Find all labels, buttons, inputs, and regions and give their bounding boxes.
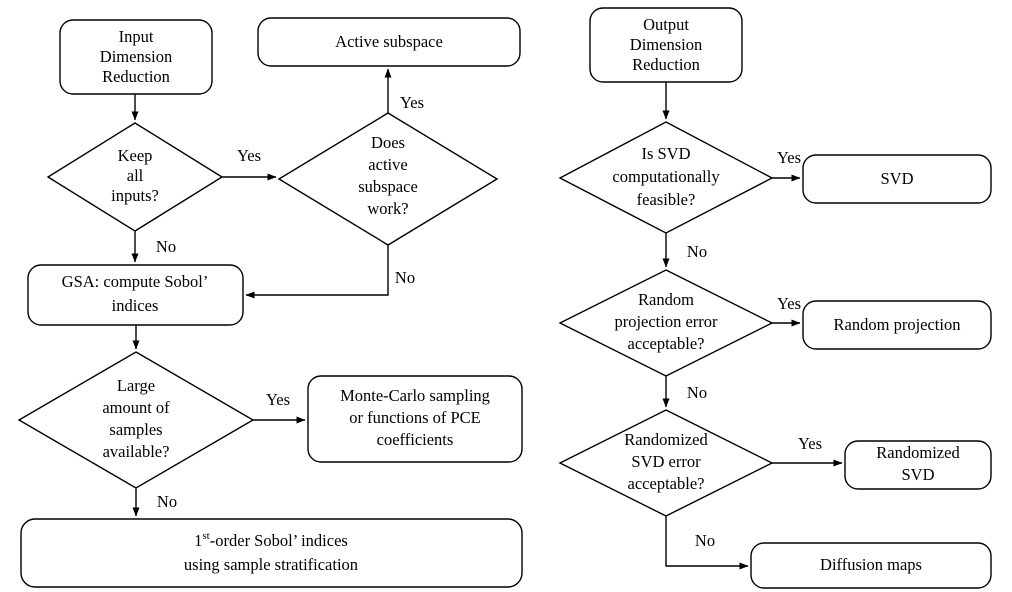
node-random-projection-acceptable[interactable]: Random projection error acceptable?: [558, 269, 774, 377]
randomized-svd-q-line1: Randomized: [624, 430, 708, 449]
node-active-subspace[interactable]: Active subspace: [257, 17, 521, 67]
output-dimension-reduction-line2: Dimension: [630, 35, 702, 54]
random-projection-q-line2: projection error: [614, 312, 718, 331]
monte-carlo-line3: coefficients: [377, 430, 454, 449]
node-random-projection[interactable]: Random projection: [802, 300, 992, 350]
node-gsa-compute-sobol[interactable]: GSA: compute Sobol’ indices: [27, 264, 244, 326]
edge-label-large-samples-yes: Yes: [266, 390, 290, 409]
input-dimension-reduction-box[interactable]: [59, 19, 213, 95]
monte-carlo-line2: or functions of PCE: [349, 408, 481, 427]
edge-label-random-projection-yes: Yes: [777, 294, 801, 313]
active-subspace-box[interactable]: [257, 17, 521, 67]
edge-label-large-samples-no: No: [157, 492, 177, 511]
edge-label-active-subspace-no: No: [395, 268, 415, 287]
does-active-subspace-line1: Does: [371, 133, 405, 152]
edge-randomized-svd-no-to-diffusion-maps: [665, 516, 749, 570]
randomized-svd-line1: Randomized: [876, 443, 960, 462]
random-projection-q-line3: acceptable?: [628, 334, 705, 353]
node-input-dimension-reduction[interactable]: Input Dimension Reduction: [59, 19, 213, 95]
diffusion-maps-label: Diffusion maps: [820, 555, 922, 574]
first-order-sobol-line2: using sample stratification: [184, 555, 358, 574]
randomized-svd-q-line2: SVD error: [631, 452, 701, 471]
keep-all-inputs-line3: inputs?: [111, 186, 159, 205]
node-randomized-svd-acceptable[interactable]: Randomized SVD error acceptable?: [558, 409, 774, 517]
keep-all-inputs-line1: Keep: [118, 146, 153, 165]
edge-active-subspace-no-to-gsa: [245, 245, 389, 299]
node-does-active-subspace-work[interactable]: Does active subspace work?: [277, 112, 499, 246]
first-order-sobol-box[interactable]: [20, 518, 523, 588]
first-order-superscript: st: [202, 530, 209, 542]
output-dimension-reduction-line3: Reduction: [632, 55, 700, 74]
active-subspace-label: Active subspace: [335, 32, 443, 51]
monte-carlo-box[interactable]: [307, 375, 523, 463]
node-diffusion-maps[interactable]: Diffusion maps: [750, 542, 992, 589]
input-dimension-reduction-line2: Dimension: [100, 47, 172, 66]
does-active-subspace-line2: active: [368, 155, 407, 174]
monte-carlo-line1: Monte-Carlo sampling: [340, 386, 490, 405]
random-projection-box[interactable]: [802, 300, 992, 350]
random-projection-q-line1: Random: [638, 290, 694, 309]
svd-box[interactable]: [802, 154, 992, 204]
input-dimension-reduction-line3: Reduction: [102, 67, 170, 86]
is-svd-line3: feasible?: [637, 190, 696, 209]
edge-label-is-svd-yes: Yes: [777, 148, 801, 167]
edge-label-keep-all-no: No: [156, 237, 176, 256]
is-svd-line2: computationally: [612, 167, 720, 186]
edge-label-randomized-svd-no: No: [695, 531, 715, 550]
large-samples-line1: Large: [117, 376, 155, 395]
node-is-svd-feasible[interactable]: Is SVD computationally feasible?: [558, 121, 774, 234]
keep-all-inputs-line2: all: [127, 166, 144, 185]
does-active-subspace-line4: work?: [367, 199, 408, 218]
diffusion-maps-box[interactable]: [750, 542, 992, 589]
large-samples-line2: amount of: [102, 398, 170, 417]
output-dimension-reduction-line1: Output: [643, 15, 689, 34]
edge-label-keep-all-yes: Yes: [237, 146, 261, 165]
first-order-rest: -order Sobol’ indices: [210, 531, 348, 550]
large-samples-line4: available?: [103, 442, 170, 461]
node-output-dimension-reduction[interactable]: Output Dimension Reduction: [589, 7, 743, 83]
does-active-subspace-line3: subspace: [358, 177, 418, 196]
node-randomized-svd[interactable]: Randomized SVD: [844, 440, 992, 490]
edge-label-is-svd-no: No: [687, 242, 707, 261]
is-svd-line1: Is SVD: [641, 144, 690, 163]
gsa-line1: GSA: compute Sobol’: [62, 272, 209, 291]
node-large-amount-samples[interactable]: Large amount of samples available?: [17, 351, 255, 489]
randomized-svd-box[interactable]: [844, 440, 992, 490]
node-keep-all-inputs[interactable]: Keep all inputs?: [46, 122, 224, 232]
large-samples-line3: samples: [109, 420, 162, 439]
node-svd[interactable]: SVD: [802, 154, 992, 204]
randomized-svd-line2: SVD: [901, 465, 934, 484]
svd-label: SVD: [880, 169, 913, 188]
gsa-line2: indices: [112, 296, 159, 315]
node-monte-carlo-sampling[interactable]: Monte-Carlo sampling or functions of PCE…: [307, 375, 523, 463]
edge-label-active-subspace-yes: Yes: [400, 93, 424, 112]
edge-label-random-projection-no: No: [687, 383, 707, 402]
edge-label-randomized-svd-yes: Yes: [798, 434, 822, 453]
randomized-svd-q-line3: acceptable?: [628, 474, 705, 493]
first-order-sobol-line1: 1st-order Sobol’ indices: [194, 530, 348, 550]
random-projection-label: Random projection: [834, 315, 961, 334]
node-first-order-sobol[interactable]: 1st-order Sobol’ indices using sample st…: [20, 518, 523, 588]
input-dimension-reduction-line1: Input: [119, 27, 154, 46]
first-order-prefix: 1: [194, 531, 202, 550]
